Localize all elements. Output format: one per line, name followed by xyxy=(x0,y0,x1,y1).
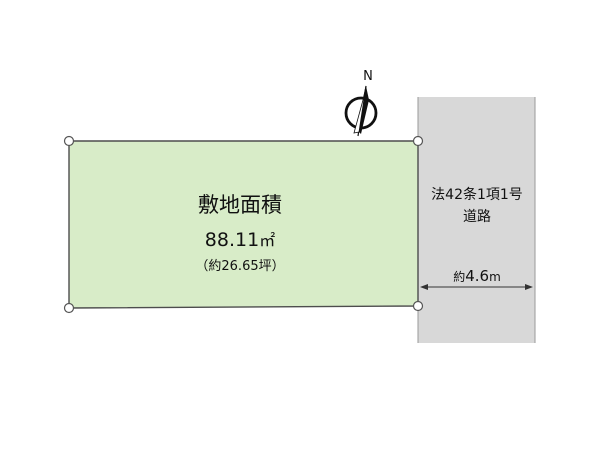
road-name-label: 道路 xyxy=(463,209,491,225)
boundary-point-icon xyxy=(63,302,75,314)
boundary-point-icon xyxy=(63,135,75,147)
road-type-label: 法42条1項1号 xyxy=(431,186,523,203)
road-width-label: 約4.6m xyxy=(453,267,501,285)
road-strip xyxy=(418,97,535,343)
plot-area xyxy=(68,140,419,309)
dimension-arrow-right-icon xyxy=(525,284,533,290)
north-arrow-icon xyxy=(344,85,378,137)
north-label: N xyxy=(363,69,373,84)
boundary-point-icon xyxy=(412,135,424,147)
boundary-point-icon xyxy=(412,300,424,312)
plot-area-tsubo: （約26.65坪） xyxy=(195,259,284,274)
plot-area-value: 88.11㎡ xyxy=(205,229,275,251)
dimension-arrow-left-icon xyxy=(420,284,428,290)
plot-title: 敷地面積 xyxy=(198,193,282,217)
